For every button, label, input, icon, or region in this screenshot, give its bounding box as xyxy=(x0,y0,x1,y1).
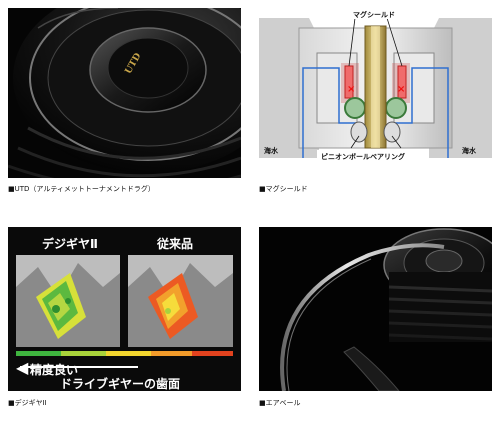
scale-segment xyxy=(192,351,233,356)
caption-utd: ■UTD（アルティメットトーナメントドラグ） xyxy=(8,185,155,193)
scale-segment xyxy=(61,351,106,356)
caption-digigear: ■デジギヤII xyxy=(8,399,47,407)
digigear-comparison: デジギヤⅡ 従来品 ◀ 精度良い ドライブギヤーの歯面 xyxy=(8,227,241,391)
utd-spool-image: UTD xyxy=(8,8,241,178)
air-bail-image xyxy=(259,227,492,391)
mag-seal-cutaway: × × マグシールド 海水 海水 ピニオンボールベアリング xyxy=(259,8,492,178)
mag-seal-diagram: × × マグシールド 海水 海水 ピニオンボールベアリング xyxy=(259,8,492,178)
seawater-left-label: 海水 xyxy=(264,146,279,155)
arrow-left-icon: ◀ xyxy=(16,358,29,377)
svg-text:×: × xyxy=(347,84,355,95)
gear-tooth-heatmaps xyxy=(8,227,241,391)
scale-segment xyxy=(106,351,151,356)
utd-photo: UTD xyxy=(8,8,241,178)
scale-segment xyxy=(16,351,61,356)
digigear-title: デジギヤⅡ xyxy=(42,237,98,251)
scale-segment xyxy=(151,351,192,356)
svg-text:×: × xyxy=(397,84,405,95)
air-bail-photo xyxy=(259,227,492,391)
accuracy-label: 精度良い xyxy=(30,363,79,377)
pinion-bearing-label: ピニオンボールベアリング xyxy=(321,152,405,161)
seawater-right-label: 海水 xyxy=(462,146,477,155)
caption-air-bail: ■エアベール xyxy=(259,399,301,407)
conventional-title: 従来品 xyxy=(157,237,194,251)
mag-seal-label: マグシールド xyxy=(353,10,395,19)
gear-surface-label: ドライブギヤーの歯面 xyxy=(60,377,181,391)
caption-mag-seal: ■マグシールド xyxy=(259,185,308,193)
